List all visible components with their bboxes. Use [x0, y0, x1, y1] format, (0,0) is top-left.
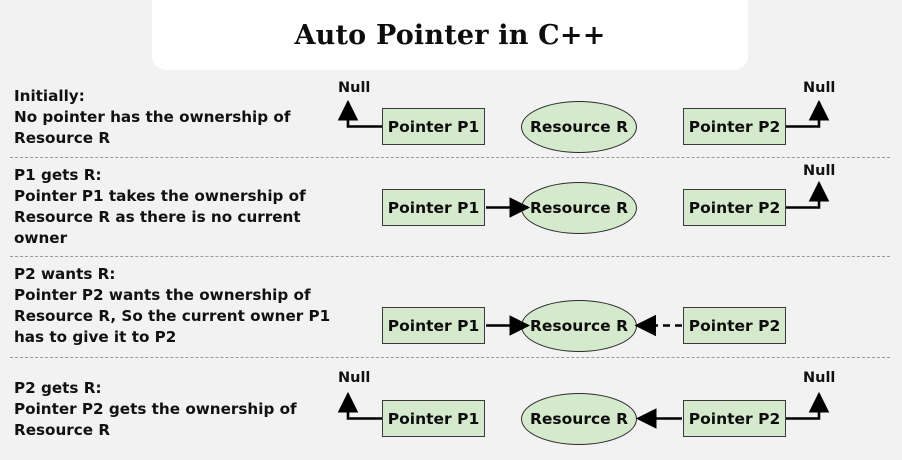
node-pointer-p2[interactable]: Pointer P2	[683, 307, 786, 344]
node-pointer-p1[interactable]: Pointer P1	[382, 400, 485, 437]
node-pointer-p1[interactable]: Pointer P1	[382, 108, 485, 145]
step-body: No pointer has the ownership of Resource…	[14, 107, 291, 147]
node-pointer-p1[interactable]: Pointer P1	[382, 189, 485, 226]
row-separator-1	[10, 157, 890, 158]
step-caption: Initially: No pointer has the ownership …	[14, 86, 334, 149]
arrow-p1-to-null	[337, 391, 382, 420]
arrow-p1-to-null	[337, 99, 382, 128]
node-resource-r[interactable]: Resource R	[521, 182, 637, 234]
node-pointer-p2[interactable]: Pointer P2	[683, 189, 786, 226]
null-label-p1: Null	[338, 370, 371, 386]
node-resource-r[interactable]: Resource R	[521, 393, 637, 445]
step-diagram: Null Null Pointer P1 Resource R Pointer …	[330, 366, 902, 460]
step-diagram: Null Pointer P1 Resource R Pointer P2	[330, 163, 902, 251]
arrow-p2-to-null	[786, 99, 830, 128]
title-card: Auto Pointer in C++	[152, 0, 748, 70]
node-resource-r[interactable]: Resource R	[521, 300, 637, 352]
null-label-p2: Null	[803, 163, 836, 179]
step-row-p1-gets-r: P1 gets R: Pointer P1 takes the ownershi…	[0, 163, 902, 251]
arrow-p2-to-null	[786, 180, 830, 209]
node-resource-r[interactable]: Resource R	[521, 101, 637, 153]
arrow-p2-to-null	[786, 391, 830, 420]
step-heading: P1 gets R:	[14, 166, 102, 184]
step-heading: Initially:	[14, 87, 85, 105]
step-heading: P2 wants R:	[14, 265, 116, 283]
page-title: Auto Pointer in C++	[294, 19, 606, 51]
row-separator-2	[10, 256, 890, 257]
step-body: Pointer P1 takes the ownership of Resour…	[14, 186, 306, 247]
null-label-p2: Null	[803, 80, 836, 96]
step-row-p2-gets-r: P2 gets R: Pointer P2 gets the ownership…	[0, 366, 902, 460]
step-diagram: Pointer P1 Resource R Pointer P2	[330, 262, 902, 352]
step-row-p2-wants-r: P2 wants R: Pointer P2 wants the ownersh…	[0, 262, 902, 352]
step-body: Pointer P2 wants the ownership of Resour…	[14, 285, 331, 346]
step-caption: P1 gets R: Pointer P1 takes the ownershi…	[14, 165, 334, 249]
node-pointer-p2[interactable]: Pointer P2	[683, 108, 786, 145]
null-label-p2: Null	[803, 370, 836, 386]
step-row-initially: Initially: No pointer has the ownership …	[0, 80, 902, 156]
step-diagram: Null Null Pointer P1 Resource R Pointer …	[330, 80, 902, 156]
node-pointer-p2[interactable]: Pointer P2	[683, 400, 786, 437]
step-body: Pointer P2 gets the ownership of Resourc…	[14, 399, 297, 439]
step-heading: P2 gets R:	[14, 379, 102, 397]
node-pointer-p1[interactable]: Pointer P1	[382, 307, 485, 344]
null-label-p1: Null	[338, 80, 371, 96]
step-caption: P2 gets R: Pointer P2 gets the ownership…	[14, 378, 334, 441]
row-separator-3	[10, 357, 890, 358]
step-caption: P2 wants R: Pointer P2 wants the ownersh…	[14, 264, 334, 348]
